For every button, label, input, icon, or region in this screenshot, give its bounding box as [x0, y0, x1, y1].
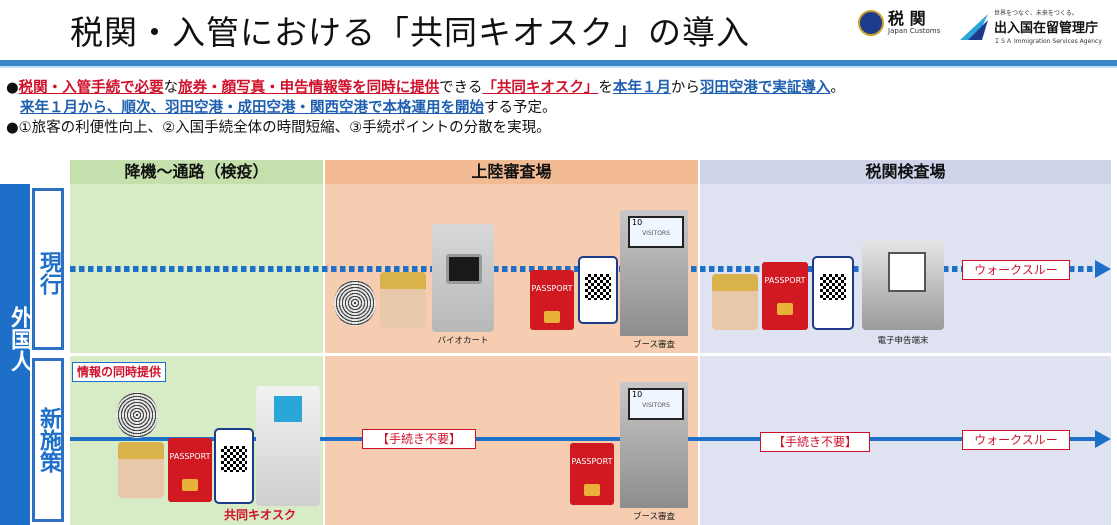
bullet-2: ●①旅客の利便性向上、②入国手続全体の時間短縮、③手続ポイントの分散を実現。	[6, 120, 551, 136]
customs-emblem-icon	[858, 10, 884, 36]
walkthrough-label-new: ウォークスルー	[962, 430, 1070, 450]
row-label-new: 新施策	[32, 358, 64, 522]
passport-chip-4	[584, 484, 600, 496]
foreigner-band	[0, 184, 30, 525]
page-title: 税関・入管における「共同キオスク」の導入	[70, 13, 750, 52]
passport-image-4: PASSPORT	[570, 443, 614, 505]
new-flow-line	[70, 437, 1095, 441]
column-header-immigration: 上陸審査場	[325, 160, 698, 184]
fingerprint-icon	[334, 280, 376, 326]
customs-logo: 税 関 Japan Customs	[858, 10, 940, 36]
bullet-1: ●税関・入管手続で必要な旅券・顔写真・申告情報等を同時に提供できる「共同キオスク…	[6, 80, 845, 96]
joint-kiosk-caption: 共同キオスク	[224, 508, 297, 522]
isa-name: 出入国在留管理庁	[994, 21, 1099, 36]
passport-chip-3	[182, 479, 198, 491]
booth-visitors-text-2: VISITORS	[642, 402, 670, 409]
isa-mark-text: ＩＳＡ Immigration Services Agency	[994, 38, 1102, 45]
e-declaration-terminal-image	[862, 240, 944, 330]
qr-code-icon-2	[820, 274, 846, 300]
isa-mark-icon	[960, 13, 988, 40]
current-flow-arrow-icon	[1095, 260, 1111, 278]
foreigner-label: 外国人	[7, 306, 32, 372]
summary-bullets: ●税関・入管手続で必要な旅券・顔写真・申告情報等を同時に提供できる「共同キオスク…	[6, 78, 845, 138]
phone-qr-image	[578, 256, 618, 324]
terminal-caption: 電子申告端末	[877, 336, 929, 346]
no-procedure-label-2: 【手続き不要】	[760, 432, 870, 452]
terminal-screen	[888, 252, 926, 292]
passport-image-3: PASSPORT	[168, 438, 212, 502]
row-label-new-text: 新施策	[36, 407, 61, 473]
header-rule-light	[0, 66, 1117, 68]
column-header-quarantine: 降機～通路（検疫）	[70, 160, 323, 184]
booth-number-2: 10	[632, 390, 643, 399]
new-flow-arrow-icon	[1095, 430, 1111, 448]
column-header-customs: 税関検査場	[700, 160, 1111, 184]
qr-code-icon-3	[221, 446, 247, 472]
face-photo	[380, 272, 426, 328]
kiosk-screen	[274, 396, 302, 422]
passport-image-2: PASSPORT	[762, 262, 808, 330]
booth-visitors-text: VISITORS	[642, 230, 670, 237]
bio-cart-caption: バイオカート	[437, 336, 489, 346]
row-label-current-text: 現行	[36, 251, 61, 295]
phone-qr-image-2	[812, 256, 854, 330]
bullet-1-cont: 来年１月から、順次、羽田空港・成田空港・関西空港で本格運用を開始する予定。	[20, 100, 557, 116]
joint-kiosk-image	[256, 386, 320, 506]
face-photo-2	[712, 274, 758, 330]
fingerprint-icon-2	[116, 392, 158, 438]
passport-text-3: PASSPORT	[169, 452, 211, 461]
face-photo-3	[118, 442, 164, 498]
passport-chip-2	[777, 303, 793, 315]
phone-qr-image-3	[214, 428, 254, 504]
booth-caption-2: ブース審査	[632, 512, 676, 522]
passport-text: PASSPORT	[531, 284, 573, 293]
booth-number: 10	[632, 218, 643, 227]
passport-chip	[544, 311, 560, 323]
passport-image: PASSPORT	[530, 270, 574, 330]
simultaneous-provision-tag: 情報の同時提供	[72, 362, 167, 382]
customs-name: 税 関	[888, 9, 926, 28]
booth-caption-1: ブース審査	[632, 340, 676, 350]
customs-name-en: Japan Customs	[888, 27, 941, 35]
isa-slogan: 世界をつなぐ、未来をつくる。	[994, 10, 1078, 17]
isa-logo: 世界をつなぐ、未来をつくる。 出入国在留管理庁 ＩＳＡ Immigration …	[958, 8, 1102, 45]
row-label-current: 現行	[32, 188, 64, 350]
bio-cart-image	[432, 224, 494, 332]
passport-text-4: PASSPORT	[571, 457, 613, 466]
row-divider	[30, 353, 1117, 356]
no-procedure-label-1: 【手続き不要】	[362, 429, 476, 449]
walkthrough-label-current: ウォークスルー	[962, 260, 1070, 280]
header-rule	[0, 60, 1117, 66]
passport-text-2: PASSPORT	[764, 276, 806, 285]
qr-code-icon	[585, 274, 611, 300]
